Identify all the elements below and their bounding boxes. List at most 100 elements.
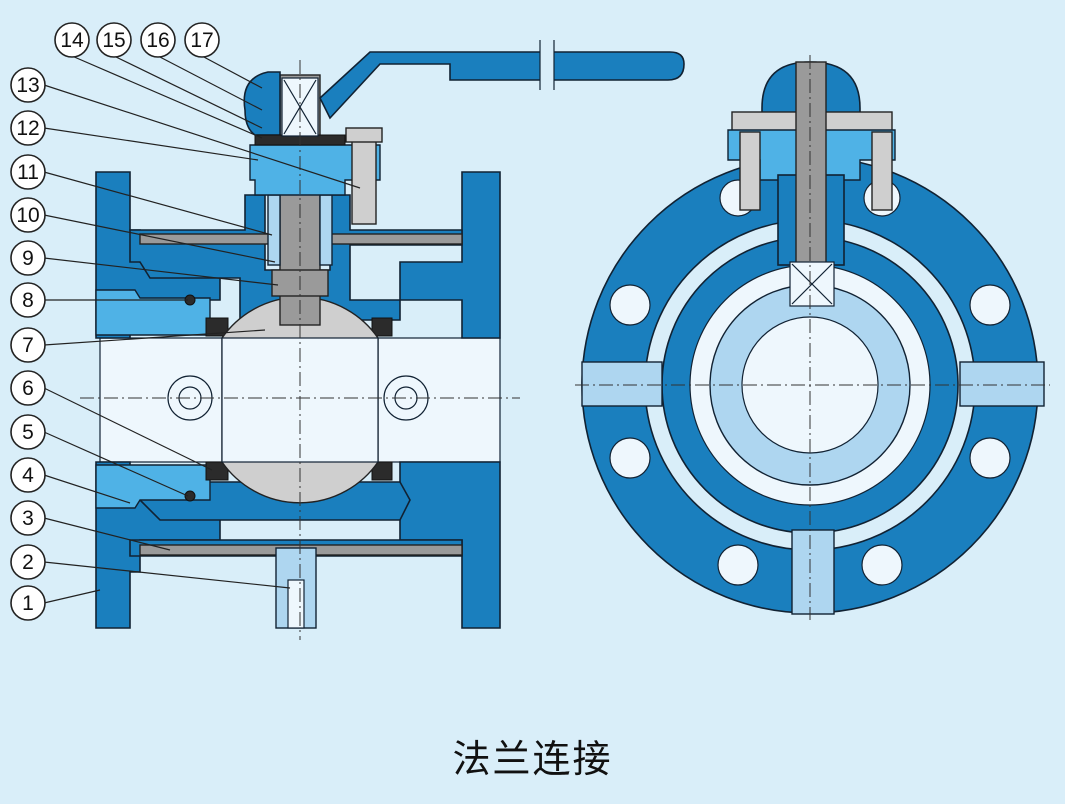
callout-1-circle [10, 585, 46, 621]
leader-7 [43, 329, 266, 346]
seat-upper-right [371, 317, 393, 337]
bottom-plug [791, 529, 835, 615]
callout-13: 13 [10, 67, 46, 103]
callout-7: 7 [10, 327, 46, 363]
callout-15-circle [96, 22, 132, 58]
seat-upper-left [205, 317, 229, 337]
gland-flange [249, 144, 381, 196]
leader-2 [43, 561, 291, 589]
leader-5 [43, 431, 189, 497]
flange-hole-3 [609, 437, 651, 479]
callout-2-label: 2 [22, 551, 34, 574]
callout-6-circle [10, 370, 46, 406]
callout-5-circle [10, 414, 46, 450]
callout-10-label: 10 [16, 204, 39, 227]
callout-1: 1 [10, 585, 46, 621]
callout-10-circle [10, 197, 46, 233]
callout-14-circle [54, 22, 90, 58]
callout-5: 5 [10, 414, 46, 450]
leader-3 [43, 517, 171, 551]
callout-3-label: 3 [22, 507, 34, 530]
flange-hole-7 [717, 544, 759, 586]
callout-6: 6 [10, 370, 46, 406]
handle-lever [319, 51, 685, 120]
callout-17-label: 17 [190, 29, 213, 52]
callout-4: 4 [10, 457, 46, 493]
flange-hole-4 [969, 437, 1011, 479]
callout-7-label: 7 [22, 334, 34, 357]
leader-10 [43, 214, 276, 263]
gland-nut [345, 127, 383, 143]
stem-square-x-b [283, 79, 317, 135]
packing-left [267, 194, 281, 266]
end-stud-right [871, 131, 893, 211]
right-flange-upper [399, 171, 501, 339]
end-view [575, 55, 1050, 620]
seat-lower-right [371, 461, 393, 481]
packing-right [319, 194, 333, 266]
callout-5-label: 5 [22, 421, 34, 444]
end-stem-key-x-b [791, 263, 833, 305]
callout-2: 2 [10, 544, 46, 580]
callout-14: 14 [54, 22, 90, 58]
callout-8-label: 8 [22, 289, 34, 312]
callout-1-label: 1 [22, 592, 34, 615]
leader-6 [43, 387, 213, 471]
callout-8: 8 [10, 282, 46, 318]
callout-11-circle [10, 154, 46, 190]
leader-13 [43, 84, 361, 189]
callout-12-label: 12 [16, 117, 39, 140]
leader-15 [113, 55, 263, 129]
callout-9: 9 [10, 240, 46, 276]
seat-lower-left [205, 461, 229, 481]
callout-2-circle [10, 544, 46, 580]
end-stem [795, 61, 827, 283]
leader-11 [43, 171, 273, 236]
handle-break [540, 44, 554, 88]
side-plug-left [581, 361, 663, 407]
callout-3: 3 [10, 500, 46, 536]
callout-13-label: 13 [16, 74, 39, 97]
leader-14 [71, 55, 263, 139]
leader-17 [201, 55, 263, 89]
callout-12: 12 [10, 110, 46, 146]
gland-stud [351, 131, 377, 225]
callout-4-label: 4 [22, 464, 34, 487]
callout-17-circle [184, 22, 220, 58]
callout-16: 16 [140, 22, 176, 58]
callout-3-circle [10, 500, 46, 536]
callout-15-label: 15 [102, 29, 125, 52]
o-ring-lower [184, 490, 196, 502]
callout-14-label: 14 [60, 29, 84, 52]
handle-hub [243, 71, 281, 136]
callout-4-circle [10, 457, 46, 493]
callout-16-circle [140, 22, 176, 58]
leader-16 [157, 55, 263, 111]
flange-hole-2 [969, 284, 1011, 326]
callout-11-label: 11 [17, 161, 39, 184]
callout-16-label: 16 [146, 29, 169, 52]
section-view [80, 40, 685, 640]
leader-9 [43, 257, 279, 286]
diagram-caption: 法兰连接 [452, 737, 613, 781]
leader-1 [43, 589, 101, 604]
callout-9-circle [10, 240, 46, 276]
end-stud-left [739, 131, 761, 211]
callout-10: 10 [10, 197, 46, 233]
callout-11: 11 [10, 154, 46, 190]
callout-9-label: 9 [22, 247, 34, 270]
callout-6-label: 6 [22, 377, 34, 400]
leader-lines [43, 55, 361, 604]
callout-12-circle [10, 110, 46, 146]
side-plug-right [959, 361, 1045, 407]
callout-7-circle [10, 327, 46, 363]
leader-12 [43, 127, 259, 161]
flange-hole-1 [609, 284, 651, 326]
leader-4 [43, 474, 131, 504]
drain-plug-insert [287, 579, 305, 629]
callout-17: 17 [184, 22, 220, 58]
flange-hole-8 [861, 544, 903, 586]
callouts: 1 2 3 4 5 6 7 8 [10, 22, 220, 621]
